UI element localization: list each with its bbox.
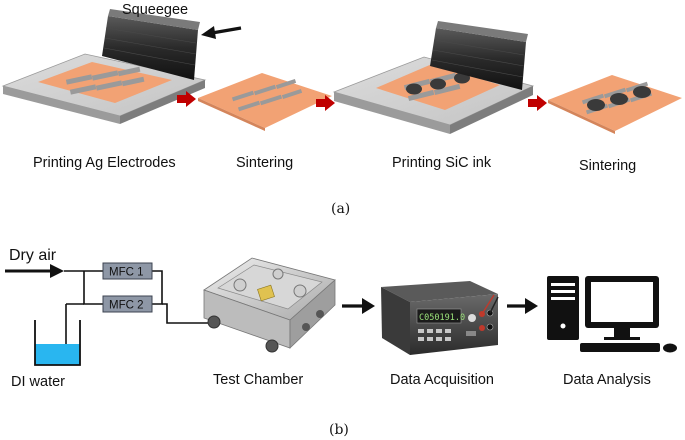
mfc-2-box: [102, 295, 153, 313]
di-water-label: DI water: [11, 374, 65, 390]
dry-air-arrow: [5, 264, 64, 278]
gas-lines: [64, 270, 210, 350]
step-label-printing-sic: Printing SiC ink: [392, 155, 492, 171]
computer-icon: [547, 276, 677, 353]
step-label-sintering-2: Sintering: [579, 158, 636, 174]
step-label-printing-ag: Printing Ag Electrodes: [33, 155, 176, 171]
caption-a: (a): [331, 201, 350, 217]
flow-arrow-chamber-to-daq: [342, 298, 375, 314]
meter-display-text: C050191.0: [419, 313, 465, 323]
dry-air-label: Dry air: [9, 247, 57, 264]
flow-arrow-daq-to-computer: [507, 298, 538, 314]
data-analysis-label: Data Analysis: [563, 372, 651, 388]
squeegee-label: Squeegee: [122, 2, 188, 18]
data-acquisition-meter-icon: C050191.0: [381, 281, 499, 355]
red-process-arrow-3: [528, 95, 547, 111]
ag-electrodes-1: [65, 66, 145, 95]
sintered-substrate-2: [548, 75, 682, 134]
squeegee-icon: [102, 9, 200, 80]
sintered-substrate-1: [198, 73, 332, 131]
red-process-arrow-2: [316, 95, 335, 111]
caption-b: (b): [329, 422, 349, 438]
squeegee-direction-arrow: [201, 26, 242, 39]
mfc-2-label: MFC 2: [109, 300, 144, 312]
mfc-1-box: [102, 262, 153, 280]
sic-dots-2: [587, 86, 651, 111]
mfc-1-label: MFC 1: [109, 267, 144, 279]
step-label-sintering-1: Sintering: [236, 155, 293, 171]
sic-dots-1: [406, 72, 470, 95]
squeegee-icon-2: [430, 21, 528, 90]
test-chamber-label: Test Chamber: [213, 372, 303, 388]
di-water-beaker-icon: [34, 320, 81, 366]
test-chamber-icon: [203, 257, 336, 353]
red-process-arrow-1: [177, 91, 196, 107]
data-acquisition-label: Data Acquisition: [390, 372, 494, 388]
substrate-1: [38, 62, 172, 103]
